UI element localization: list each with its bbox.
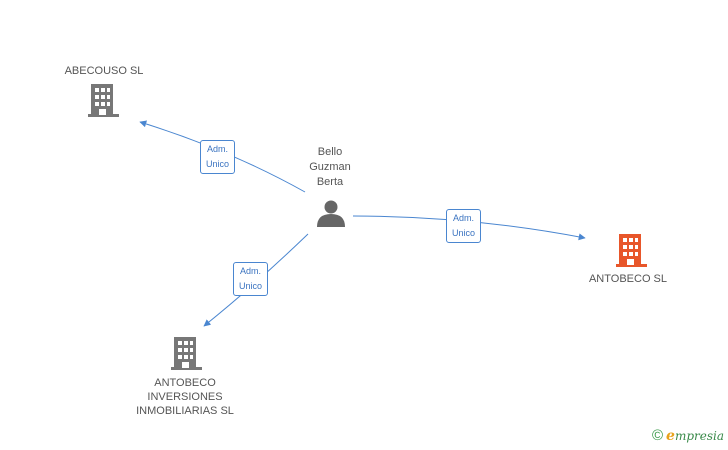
company-name-antobeco[interactable]: ANTOBECO SL — [588, 273, 668, 285]
copyright-footer: © empresia — [652, 427, 724, 444]
edge-label-antobeco-inversiones: Adm. Unico — [233, 262, 269, 296]
person-icon[interactable] — [317, 200, 345, 228]
company-name-antobeco-inversiones[interactable]: ANTOBECO INVERSIONES INMOBILIARIAS SL — [136, 377, 234, 417]
building-icon[interactable] — [171, 337, 202, 370]
edge-label-abecouso: Adm. Unico — [200, 140, 236, 174]
person-name[interactable]: Bello Guzman Berta — [309, 146, 351, 188]
brand-logo[interactable]: empresia — [666, 427, 724, 444]
edge-label-antobeco: Adm. Unico — [446, 209, 482, 243]
building-icon[interactable] — [616, 234, 647, 267]
company-name-abecouso[interactable]: ABECOUSO SL — [64, 65, 144, 77]
building-icon[interactable] — [88, 84, 119, 117]
copyright-icon: © — [651, 427, 664, 444]
